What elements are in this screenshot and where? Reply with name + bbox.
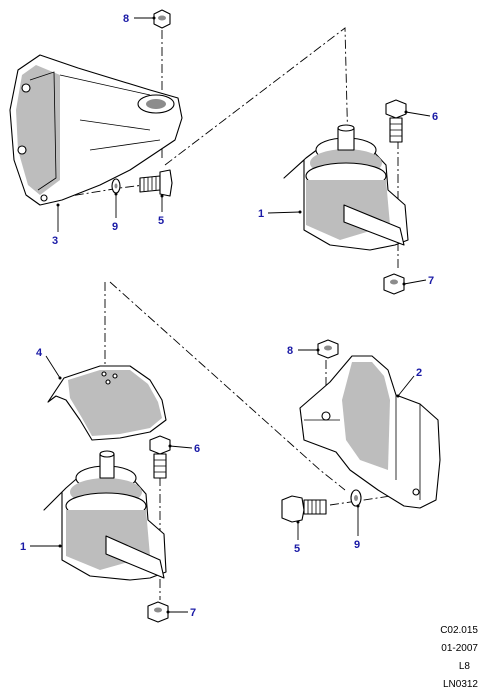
heat-shield-bottom-left <box>47 365 167 441</box>
diagram-sheet: LN0312 <box>442 679 478 690</box>
callout-5-top-left: 5 <box>158 215 164 227</box>
bolt-top-left <box>139 169 173 197</box>
callout-6-top-right: 6 <box>432 111 438 123</box>
diagram-date: 01-2007 <box>441 643 478 654</box>
callout-4: 4 <box>36 347 43 359</box>
washer-top-left <box>111 178 121 194</box>
bolt-bottom-right <box>281 495 327 523</box>
callout-9-top-left: 9 <box>112 221 118 233</box>
callout-1-bottom-left: 1 <box>20 541 26 553</box>
nut-bottom-left <box>147 601 169 623</box>
nut-top-right <box>383 273 405 295</box>
callout-3: 3 <box>52 235 58 247</box>
leader-lines <box>30 16 431 614</box>
callout-2: 2 <box>416 367 422 379</box>
callout-7-bottom-left: 7 <box>190 607 196 619</box>
callout-9-bottom-right: 9 <box>354 539 360 551</box>
engine-mount-top-right <box>283 124 409 251</box>
bolt-bottom-left <box>149 435 171 479</box>
callout-1-top-right: 1 <box>258 208 264 220</box>
nut-bottom-right <box>317 339 339 359</box>
nut-top-left <box>153 9 171 29</box>
callout-5-bottom-right: 5 <box>294 543 300 555</box>
diagram-code: L8 <box>458 661 470 672</box>
bolt-top-right <box>385 99 407 143</box>
washer-bottom-right <box>350 489 362 507</box>
engine-bracket-bottom-right <box>299 355 441 509</box>
callout-labels: 8 3 9 5 1 6 7 4 6 1 7 8 2 5 9 <box>20 13 438 619</box>
engine-mount-bottom-left <box>43 450 167 581</box>
callout-8-top-left: 8 <box>123 13 129 25</box>
diagram-reference: C02.015 <box>440 625 478 636</box>
callout-7-top-right: 7 <box>428 275 434 287</box>
callout-6-bottom-left: 6 <box>194 443 200 455</box>
callout-8-bottom-right: 8 <box>287 345 293 357</box>
engine-bracket-top-left <box>9 54 183 206</box>
